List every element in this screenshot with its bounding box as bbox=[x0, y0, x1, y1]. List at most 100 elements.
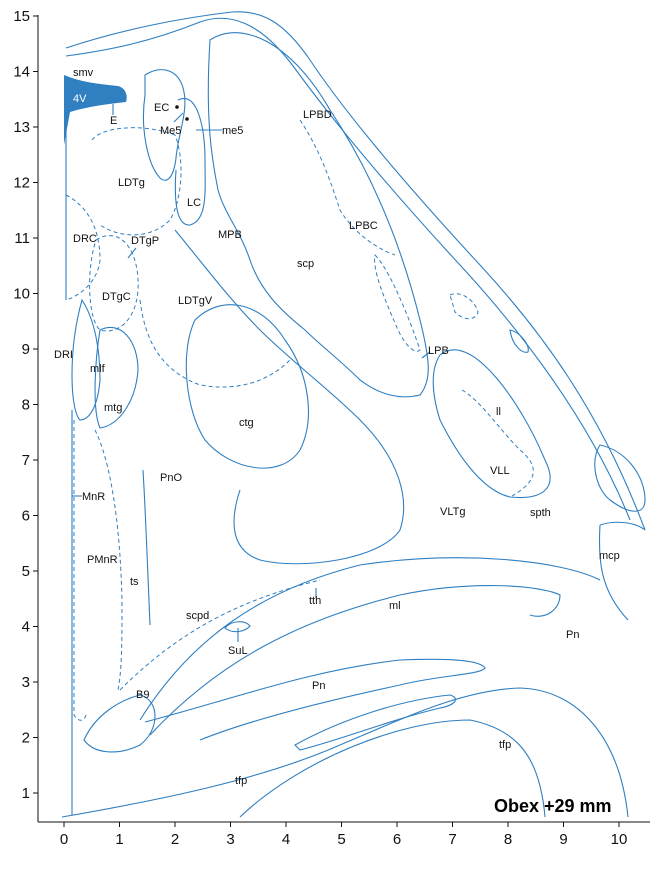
label-mlf: mlf bbox=[90, 363, 106, 375]
label-mtg: mtg bbox=[104, 402, 122, 414]
y-tick-label: 6 bbox=[22, 508, 30, 525]
label-lpbd: LPBD bbox=[303, 109, 332, 121]
label-mcp: mcp bbox=[599, 550, 620, 562]
mcp-outline bbox=[594, 444, 646, 512]
label-spth: spth bbox=[530, 507, 551, 519]
label-ts: ts bbox=[130, 576, 139, 588]
ml-upper bbox=[139, 557, 601, 721]
label-pmnr: PMnR bbox=[87, 554, 118, 566]
scpd-dashed bbox=[119, 579, 321, 691]
ec-dot bbox=[175, 105, 179, 109]
label-dtgp: DTgP bbox=[131, 235, 159, 247]
ventral-boundary bbox=[61, 687, 629, 818]
fourth-ventricle-fill bbox=[64, 75, 127, 145]
x-tick-label: 6 bbox=[393, 831, 401, 848]
lc-outline bbox=[174, 97, 206, 226]
label-ldtgv: LDTgV bbox=[178, 295, 213, 307]
label-dtgc: DTgC bbox=[102, 291, 131, 303]
label-ml: ml bbox=[389, 600, 401, 612]
label-tfp-right: tfp bbox=[499, 739, 511, 751]
mnr-dashed bbox=[73, 420, 87, 721]
y-tick-label: 8 bbox=[22, 397, 30, 414]
label-me5: Me5 bbox=[160, 125, 181, 137]
b9-outline bbox=[83, 694, 156, 753]
drc-dashed bbox=[65, 194, 101, 301]
label-ll: ll bbox=[496, 406, 501, 418]
region-labels: smv 4V E EC Me5 me5 LPBD LDTg LC DRC DTg… bbox=[54, 67, 620, 787]
dtgp-pointer bbox=[127, 247, 137, 259]
y-tick-label: 12 bbox=[13, 175, 30, 192]
x-tick-label: 3 bbox=[226, 831, 234, 848]
ts-line bbox=[142, 469, 151, 626]
x-tick-label: 8 bbox=[504, 831, 512, 848]
label-ldtg: LDTg bbox=[118, 177, 145, 189]
y-tick-label: 5 bbox=[22, 563, 30, 580]
mlf-outline bbox=[71, 298, 101, 421]
inner-dorsal-boundary bbox=[65, 17, 631, 521]
x-tick-label: 2 bbox=[171, 831, 179, 848]
lpb-pointer bbox=[421, 351, 431, 359]
y-tick-label: 14 bbox=[13, 64, 30, 81]
x-tick-label: 7 bbox=[448, 831, 456, 848]
x-tick-label: 4 bbox=[282, 831, 290, 848]
small-oval bbox=[509, 329, 529, 353]
y-tick-label: 13 bbox=[13, 119, 30, 136]
x-tick-label: 9 bbox=[559, 831, 567, 848]
pn-center-outline bbox=[144, 658, 486, 741]
lpbd-lpbc-dashed bbox=[299, 119, 396, 256]
outer-dorsal-boundary bbox=[65, 11, 646, 531]
label-ec: EC bbox=[154, 102, 169, 114]
section-outlines bbox=[61, 11, 646, 818]
label-sul: SuL bbox=[228, 645, 248, 657]
label-pn-center: Pn bbox=[312, 680, 325, 692]
y-tick-label: 15 bbox=[13, 8, 30, 25]
y-tick-label: 4 bbox=[22, 619, 30, 636]
label-vltg: VLTg bbox=[440, 506, 465, 518]
label-scp: scp bbox=[297, 258, 314, 270]
label-tth: tth bbox=[309, 595, 321, 607]
ldtg-dashed bbox=[91, 127, 182, 236]
ctg-outline bbox=[185, 304, 309, 469]
lpb-region-outline bbox=[207, 32, 429, 398]
label-pn-right: Pn bbox=[566, 629, 579, 641]
label-ctg: ctg bbox=[239, 417, 254, 429]
label-scpd: scpd bbox=[186, 610, 209, 622]
label-b9: B9 bbox=[136, 689, 149, 701]
vll-dashed bbox=[461, 389, 534, 497]
label-e: E bbox=[110, 115, 117, 127]
x-tick-label: 10 bbox=[611, 831, 628, 848]
y-tick-label: 10 bbox=[13, 286, 30, 303]
y-tick-label: 3 bbox=[22, 674, 30, 691]
tfp-lens-outline bbox=[294, 694, 456, 751]
plate-title: Obex +29 mm bbox=[494, 796, 612, 816]
label-mpb: MPB bbox=[218, 229, 242, 241]
y-tick-label: 7 bbox=[22, 452, 30, 469]
label-mnr: MnR bbox=[82, 491, 105, 503]
x-tick-label: 0 bbox=[60, 831, 68, 848]
sul-outline bbox=[224, 621, 251, 633]
label-drc: DRC bbox=[73, 233, 97, 245]
label-lpbc: LPBC bbox=[349, 220, 378, 232]
label-4v: 4V bbox=[73, 93, 87, 105]
label-lpb: LPB bbox=[428, 345, 449, 357]
lpb-small-dashed bbox=[449, 293, 479, 320]
y-tick-label: 2 bbox=[22, 730, 30, 747]
ml-lower bbox=[149, 584, 561, 736]
label-vll: VLL bbox=[490, 465, 510, 477]
scp-region-outline bbox=[174, 229, 405, 565]
pmnr-dashed bbox=[94, 429, 123, 691]
lpbc-dashed-oval bbox=[374, 253, 421, 352]
label-dri: DRI bbox=[54, 349, 73, 361]
ec-me5-outline bbox=[142, 69, 186, 181]
ll-outline bbox=[432, 349, 551, 499]
label-tfp-left: tfp bbox=[235, 775, 247, 787]
mtg-outline bbox=[94, 327, 139, 429]
tfp-lower-curve bbox=[239, 719, 546, 818]
label-me5-tract: me5 bbox=[222, 125, 243, 137]
x-tick-label: 5 bbox=[337, 831, 345, 848]
ldtgv-dashed bbox=[139, 299, 291, 388]
label-lc: LC bbox=[187, 197, 201, 209]
